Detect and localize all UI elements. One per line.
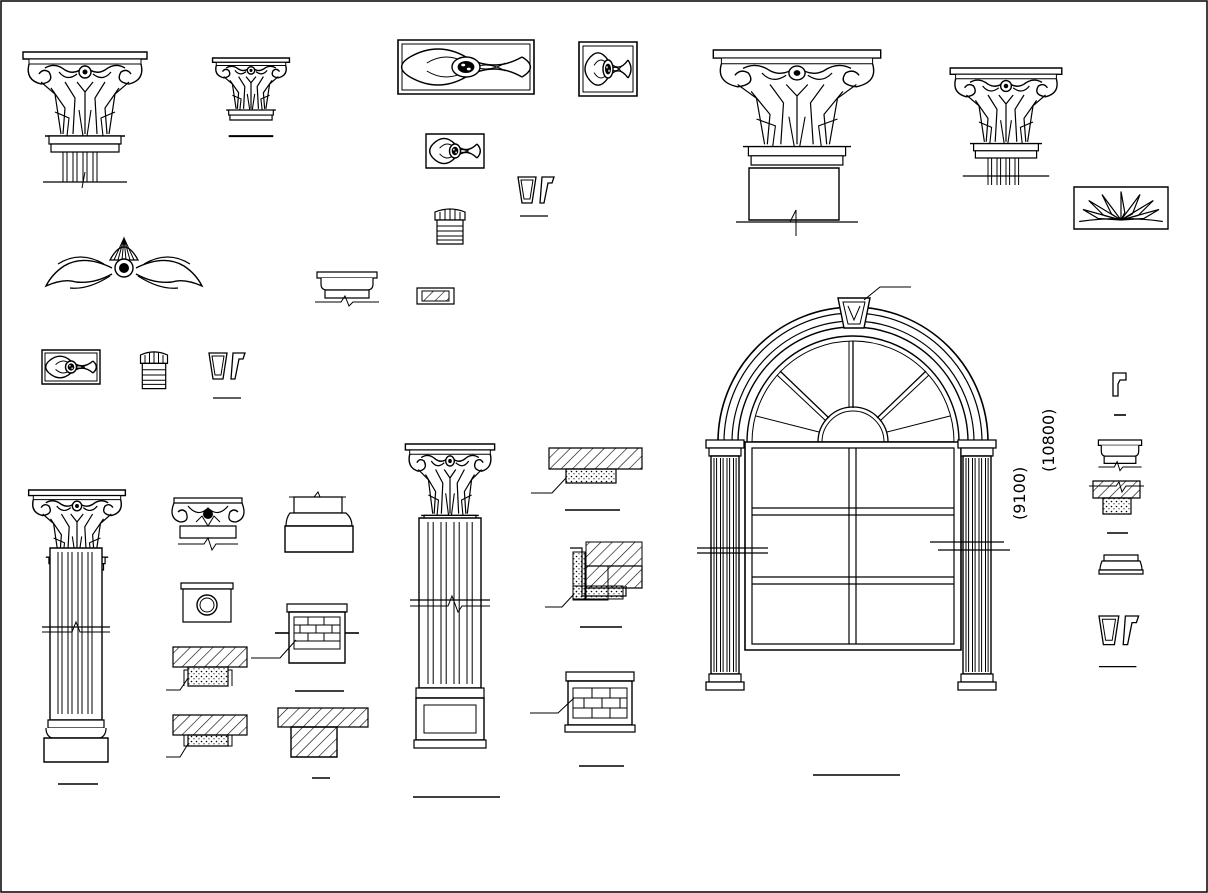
corinthian-capital-right xyxy=(949,67,1063,186)
dimension-label-9100: (9100) xyxy=(1010,467,1029,520)
capital-plinth-break xyxy=(736,168,858,236)
base-molding-detail-right xyxy=(1099,555,1143,574)
corinthian-capital-small xyxy=(212,57,290,136)
leaf-fan-panel xyxy=(1074,187,1168,229)
ornamental-panel-wide xyxy=(398,40,534,94)
corinthian-capital-large-center xyxy=(712,49,882,166)
wall-section-detail-b xyxy=(166,715,247,757)
brick-niche-detail-b xyxy=(530,672,635,766)
ring-block-detail xyxy=(181,583,233,622)
bracket-profile-detail xyxy=(1113,373,1126,415)
small-column-top-a xyxy=(434,208,466,245)
pedestal-detail xyxy=(285,492,353,552)
wall-section-detail-a xyxy=(166,647,247,690)
ornamental-panel-square xyxy=(579,42,637,96)
keystone-detail-left xyxy=(208,352,246,398)
keystone-detail-right xyxy=(1098,615,1140,667)
keystone-detail-top xyxy=(517,176,555,216)
lintel-section-detail xyxy=(278,708,368,778)
fluted-column-center xyxy=(404,443,500,797)
cornice-detail-right xyxy=(1097,439,1143,471)
small-column-top-b xyxy=(139,351,169,390)
dimension-label-10800: (10800) xyxy=(1039,409,1058,472)
ornamental-panel-mid xyxy=(426,134,484,168)
ornamental-panel-left xyxy=(42,350,100,384)
arched-window-elevation xyxy=(697,287,1010,775)
fluted-column-left xyxy=(28,489,126,784)
cornice-detail-a xyxy=(315,271,379,306)
corner-section-detail xyxy=(545,542,642,627)
corinthian-capital-large-left xyxy=(22,51,148,188)
shell-ornament xyxy=(46,238,202,288)
brick-niche-detail xyxy=(251,604,359,691)
sill-section-detail-a xyxy=(531,448,642,510)
sill-section-detail-right xyxy=(1089,481,1144,533)
hatched-block-small xyxy=(417,288,454,304)
ionic-capital-detail xyxy=(172,498,244,550)
